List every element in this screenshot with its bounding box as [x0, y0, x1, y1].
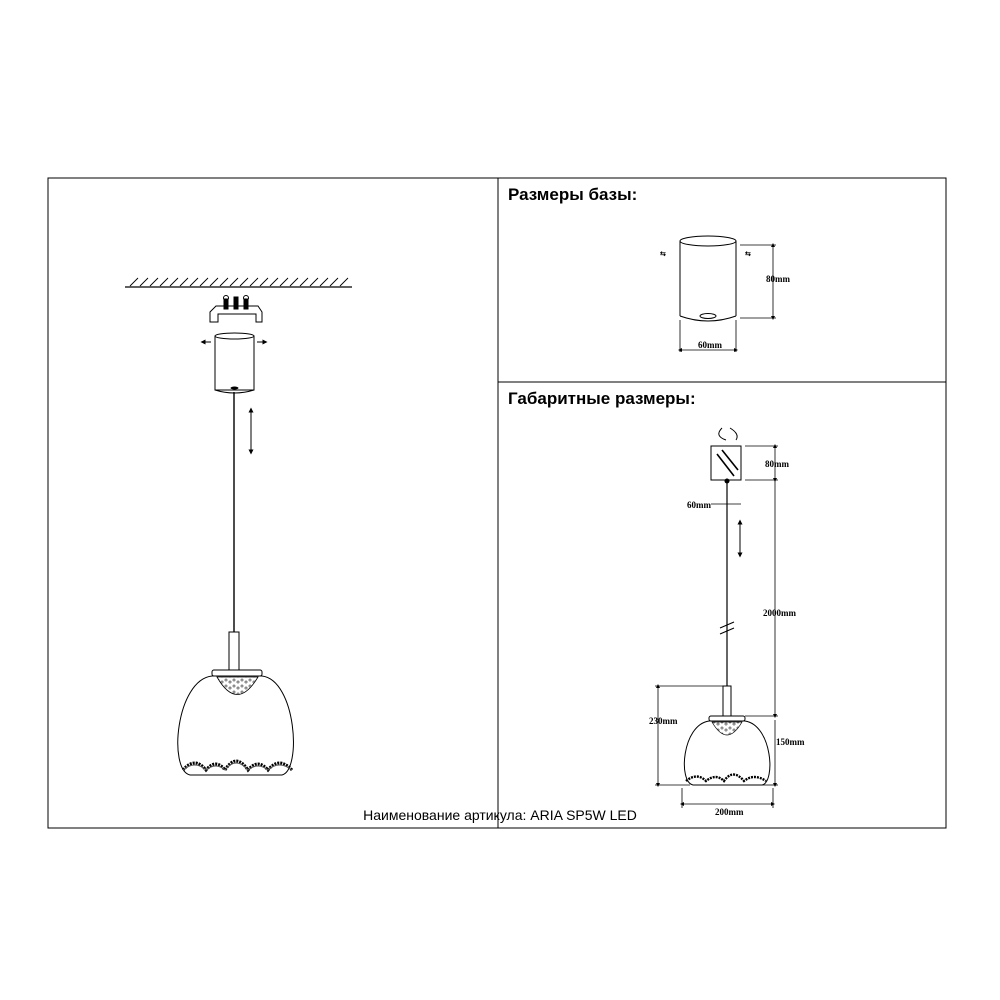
canopy-base [200, 332, 268, 394]
frame [47, 177, 947, 829]
base-dimensions-title: Размеры базы: [508, 185, 637, 204]
base-cylinder-drawing: ⇆ ⇆ [660, 235, 776, 352]
canopy-diameter-label: 60mm [687, 500, 711, 510]
total-shade-height-label: 230mm [649, 716, 678, 726]
base-diameter-label: 60mm [698, 340, 722, 350]
shade-diameter-label: 200mm [715, 807, 744, 817]
svg-text:⇆: ⇆ [660, 250, 666, 258]
mounting-diagram [125, 277, 352, 776]
ceiling [125, 277, 352, 288]
pendant-lamp [177, 631, 294, 776]
shade-height-label: 150mm [776, 737, 805, 747]
overall-dimensions-drawing [655, 427, 778, 808]
svg-text:⇆: ⇆ [745, 250, 751, 258]
canopy-height-label: 80mm [765, 459, 789, 469]
overall-dimensions-title: Габаритные размеры: [508, 389, 696, 408]
article-name: Наименование артикула: ARIA SP5W LED [363, 807, 637, 823]
cord-length-label: 2000mm [763, 608, 796, 618]
outer-border [47, 177, 947, 829]
mounting-bracket [209, 295, 263, 323]
base-height-label: 80mm [766, 274, 790, 284]
